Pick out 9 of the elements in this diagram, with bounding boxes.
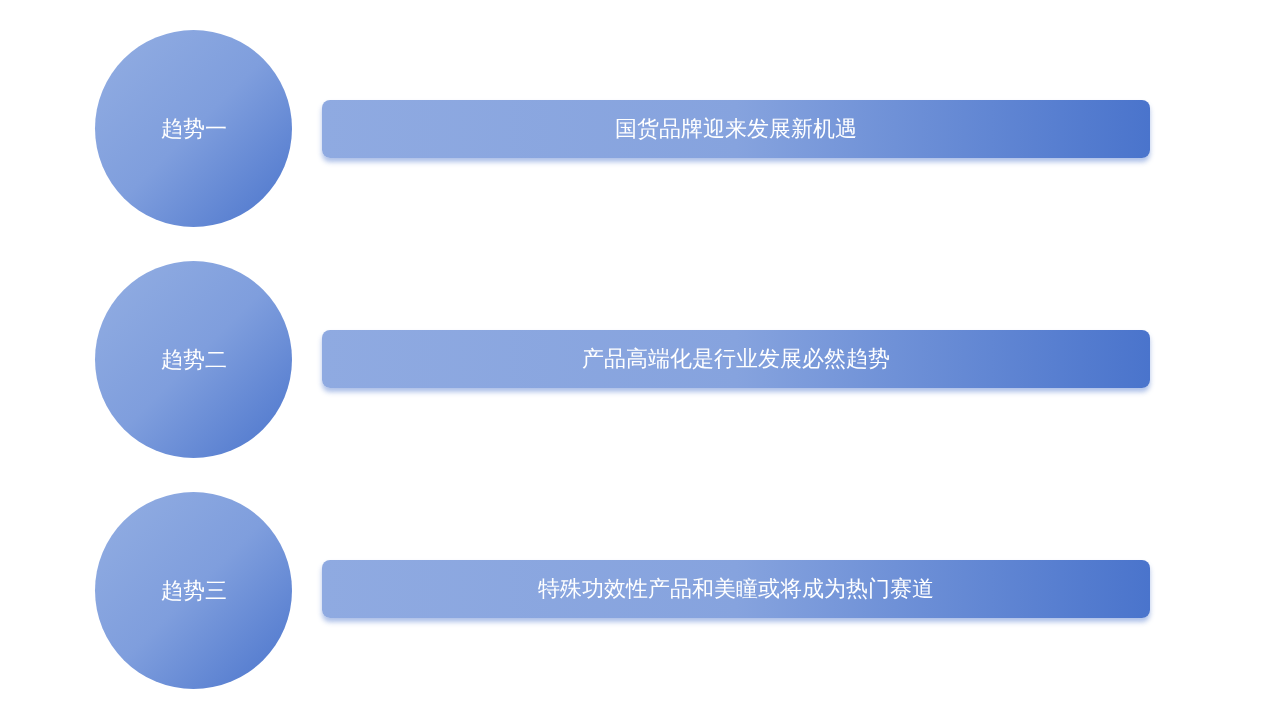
- trend-label: 趋势三: [160, 576, 227, 605]
- trend-text: 国货品牌迎来发展新机遇: [615, 115, 857, 143]
- trend-text: 特殊功效性产品和美瞳或将成为热门赛道: [538, 575, 934, 603]
- trend-bar: [322, 330, 1150, 388]
- trend-label: 趋势二: [160, 345, 227, 374]
- trend-label: 趋势一: [160, 114, 227, 143]
- trend-bar: [322, 100, 1150, 158]
- trend-bar: [322, 560, 1150, 618]
- trend-text: 产品高端化是行业发展必然趋势: [582, 345, 890, 373]
